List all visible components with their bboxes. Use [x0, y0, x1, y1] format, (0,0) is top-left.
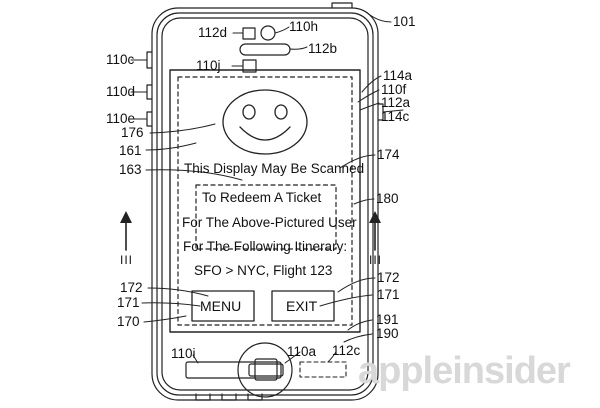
device-outer-shell [151, 7, 379, 401]
callout-right-180: 180 [376, 191, 399, 206]
label-110d: 110d [106, 84, 136, 99]
menu-button-box [191, 290, 255, 322]
speaker-110h [260, 25, 276, 41]
left-edge-leaders [130, 59, 148, 120]
section-arrow-right [369, 211, 381, 251]
display-outline [169, 69, 361, 333]
bottom-dashed-port [299, 361, 347, 378]
left-edge-buttons [146, 51, 153, 127]
screen-line-1: This Display May Be Scanned [184, 161, 365, 176]
home-button-110a [237, 342, 293, 398]
sensor-112d [242, 27, 256, 40]
screen-line-5: SFO > NYC, Flight 123 [194, 263, 333, 278]
label-101-device-body: 101 [393, 14, 416, 29]
section-arrow-left [120, 211, 132, 251]
label-110e: 110e [106, 111, 136, 126]
label-112c: 112c [332, 343, 361, 358]
appleinsider-watermark: appleinsider [358, 350, 571, 392]
label-110a: 110a [287, 344, 317, 359]
top-sensor-cluster [239, 25, 291, 73]
right-edge-button-leader [382, 109, 404, 113]
label-112d: 112d [198, 25, 228, 40]
earpiece-112b [239, 43, 291, 56]
home-slider-110i [185, 361, 282, 379]
screen-line-2: To Redeem A Ticket [202, 190, 322, 205]
message-block-dashed [195, 184, 337, 250]
label-112b: 112b [308, 41, 338, 56]
label-110i: 110i [171, 346, 196, 361]
callout-right-171: 171 [377, 287, 400, 302]
callout-left-170: 170 [117, 314, 140, 329]
screen-line-4: For The Following Itinerary: [183, 239, 348, 254]
callout-right-172: 172 [377, 270, 400, 285]
home-key [254, 358, 278, 381]
home-area [185, 342, 293, 398]
label-110c: 110c [106, 52, 135, 67]
callout-left-161: 161 [119, 143, 142, 158]
callout-right-190: 190 [376, 326, 399, 341]
callout-left-172: 172 [120, 280, 143, 295]
label-110f: 110f [381, 82, 407, 97]
callout-right-174: 174 [377, 147, 400, 162]
screen-line-3: For The Above-Pictured User [182, 215, 357, 230]
menu-button[interactable]: MENU [200, 298, 242, 314]
callout-left-163: 163 [119, 162, 142, 177]
label-110h: 110h [289, 19, 319, 34]
right-callout-leaders [319, 11, 392, 343]
smiley-face-icon [222, 89, 308, 155]
label-114a: 114a [383, 68, 413, 83]
exit-button[interactable]: EXIT [286, 298, 318, 314]
callout-right-191: 191 [376, 312, 399, 327]
display-active-dashed [177, 76, 353, 326]
home-key-inner [248, 363, 284, 377]
bottom-leaders [192, 351, 337, 364]
label-114c: 114c [381, 109, 410, 124]
section-marker-left: III [120, 253, 134, 267]
top-leaders [231, 26, 308, 67]
label-110j: 110j [196, 58, 221, 73]
top-tab [331, 2, 353, 9]
label-112a: 112a [381, 95, 411, 110]
callout-left-171: 171 [117, 295, 140, 310]
screen-buttons [191, 290, 335, 322]
left-callout-leaders [141, 123, 243, 323]
section-marker-right: III [369, 253, 383, 267]
exit-button-box [271, 290, 335, 322]
callout-left-176: 176 [121, 125, 144, 140]
